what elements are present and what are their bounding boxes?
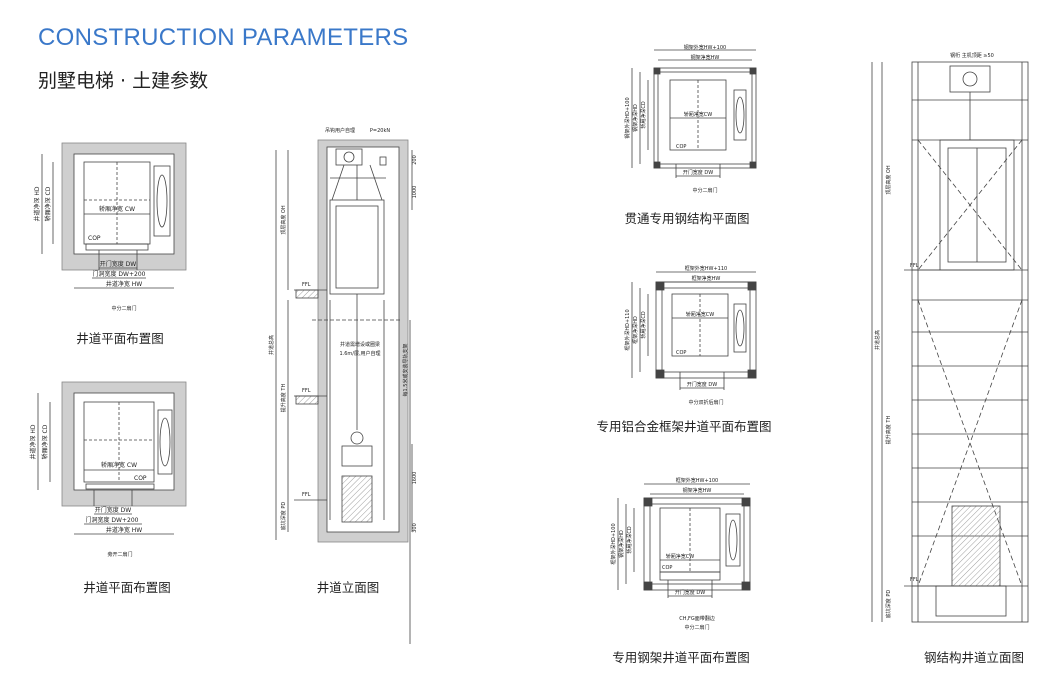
- planC-cw-label: 轿厢净宽CW: [666, 553, 694, 560]
- elev-dim-1000: 1000: [412, 186, 418, 199]
- planC-hw100-label: 框架外宽HW+100: [676, 477, 718, 484]
- elev-beam-note-3: 每1.5米或安装导轨支架: [402, 344, 409, 397]
- caption-plan-center: 井道平面布置图: [76, 331, 164, 346]
- plan2-door-label: 旁开二扇门: [107, 551, 132, 558]
- elev-load-label: P=20kN: [370, 128, 390, 134]
- planC-note-label: CH,FG面带翻边: [679, 615, 715, 622]
- planB-cd-label: 轿厢净深CD: [640, 311, 647, 338]
- caption-plan-side: 井道平面布置图: [83, 580, 171, 595]
- planA-cop-label: COP: [676, 144, 686, 150]
- planC-door-label: 中分二扇门: [684, 624, 709, 631]
- plan-steel-frame: [617, 483, 751, 598]
- planC-hd100-label: 框架外深HD+100: [610, 523, 617, 564]
- planA-cd-label: 轿厢净深CD: [640, 101, 647, 128]
- elev-beam-note-1: 井道需增设或圈梁: [340, 341, 380, 348]
- steel-th-label: 提升高度 TH: [885, 416, 892, 445]
- caption-steel-elevation: 钢结构井道立面图: [923, 650, 1025, 665]
- plan1-dw200-label: 门洞宽度 DW+200: [93, 270, 146, 278]
- elev-hook-label: 吊钩用户自理: [325, 127, 355, 134]
- elev-total-label: 井道总高: [268, 335, 275, 355]
- planC-cd-label: 轿厢净深CD: [626, 526, 633, 553]
- plan2-dw-label: 开门宽度 DW: [95, 506, 132, 514]
- elev-ffl-label-1: FFL: [302, 282, 311, 288]
- elev-pd-label: 底坑深度 PD: [280, 502, 287, 531]
- elev-beam-note-2: 1.6m/层,用户自理: [339, 350, 380, 357]
- planB-dw-label: 开门宽度 DW: [687, 381, 717, 388]
- plan-view-center-opening: [41, 142, 187, 289]
- caption-elevation: 井道立面图: [316, 580, 380, 595]
- planB-hd110-label: 框架外深HD+110: [624, 309, 631, 350]
- steel-elevation: [871, 61, 1029, 623]
- planC-hd-label: 钢架净深HD: [618, 530, 625, 558]
- caption-plan-steel-through: 贯通专用钢结构平面图: [624, 211, 750, 226]
- planA-hd-label: 钢架净深HD: [632, 104, 639, 132]
- planA-hw100-label: 钢架外宽HW+100: [684, 44, 726, 51]
- steel-total-label: 井道总高: [874, 330, 881, 350]
- planA-hw-label: 钢架净宽HW: [691, 54, 720, 61]
- planB-door-label: 中分双折后扇门: [688, 399, 723, 406]
- steel-oh-label: 顶层高度 OH: [885, 165, 892, 195]
- planB-cop-label: COP: [676, 350, 686, 356]
- page-subtitle: 别墅电梯 · 土建参数: [38, 70, 209, 92]
- plan2-dw200-label: 门洞宽度 DW+200: [86, 516, 139, 524]
- caption-plan-aluminum: 专用铝合金框架井道平面布置图: [596, 419, 772, 434]
- planC-hw-label: 钢架净宽HW: [683, 487, 712, 494]
- plan1-door-label: 中分二扇门: [111, 305, 136, 312]
- steel-ffl-label-2: FFL: [910, 577, 919, 583]
- planB-hd-label: 框架净深HD: [632, 316, 639, 344]
- page-title: CONSTRUCTION PARAMETERS: [38, 24, 409, 51]
- caption-plan-steel: 专用钢架井道平面布置图: [612, 650, 750, 665]
- elev-ffl-label-2: FFL: [302, 388, 311, 394]
- planC-dw-label: 开门宽度 DW: [675, 589, 705, 596]
- elev-dim-300: 300: [412, 523, 418, 533]
- plan2-hd-label: 井道净深 HD: [29, 424, 37, 459]
- elev-oh-label: 顶层高度 OH: [280, 205, 287, 235]
- plan-steel-through: [631, 49, 757, 178]
- plan-view-side-opening: [37, 381, 187, 535]
- plan1-cd-label: 轿厢净深 CD: [44, 186, 52, 221]
- plan2-cw-label: 轿厢净宽 CW: [101, 461, 137, 469]
- plan1-hw-label: 井道净宽 HW: [106, 280, 142, 288]
- plan1-hd-label: 井道净深 HD: [33, 186, 41, 221]
- planC-cop-label: COP: [662, 565, 672, 571]
- plan2-cop-label: COP: [134, 475, 147, 482]
- elev-ffl-label-3: FFL: [302, 492, 311, 498]
- planA-cw-label: 轿厢净宽CW: [684, 111, 712, 118]
- elev-th-label: 提升高度 TH: [280, 384, 287, 413]
- plan-aluminum-frame: [631, 271, 757, 390]
- steel-pd-label: 底坑深度 PD: [885, 590, 892, 619]
- planB-hw-label: 框架净宽HW: [692, 275, 721, 282]
- steel-top-label: 钢桁 主机顶距 ≥50: [950, 52, 994, 59]
- planA-dw-label: 开门宽度 DW: [683, 169, 713, 176]
- steel-ffl-label-1: FFL: [910, 263, 919, 269]
- elev-dim-200: 200: [412, 155, 418, 165]
- plan1-cop-label: COP: [88, 235, 101, 242]
- plan2-cd-label: 轿厢净深 CD: [41, 424, 49, 459]
- planA-hd100-label: 钢架外深HD+100: [624, 97, 631, 138]
- shaft-elevation: [275, 139, 413, 644]
- plan1-cw-label: 轿厢净宽 CW: [99, 205, 135, 213]
- planA-door-label: 中分二扇门: [692, 187, 717, 194]
- plan1-dw-label: 开门宽度 DW: [100, 260, 137, 268]
- elev-dim-1600: 1600: [412, 472, 418, 485]
- planB-cw-label: 轿厢净宽CW: [686, 311, 714, 318]
- plan2-hw-label: 井道净宽 HW: [106, 526, 142, 534]
- planB-hw110-label: 框架外宽HW+110: [685, 265, 727, 272]
